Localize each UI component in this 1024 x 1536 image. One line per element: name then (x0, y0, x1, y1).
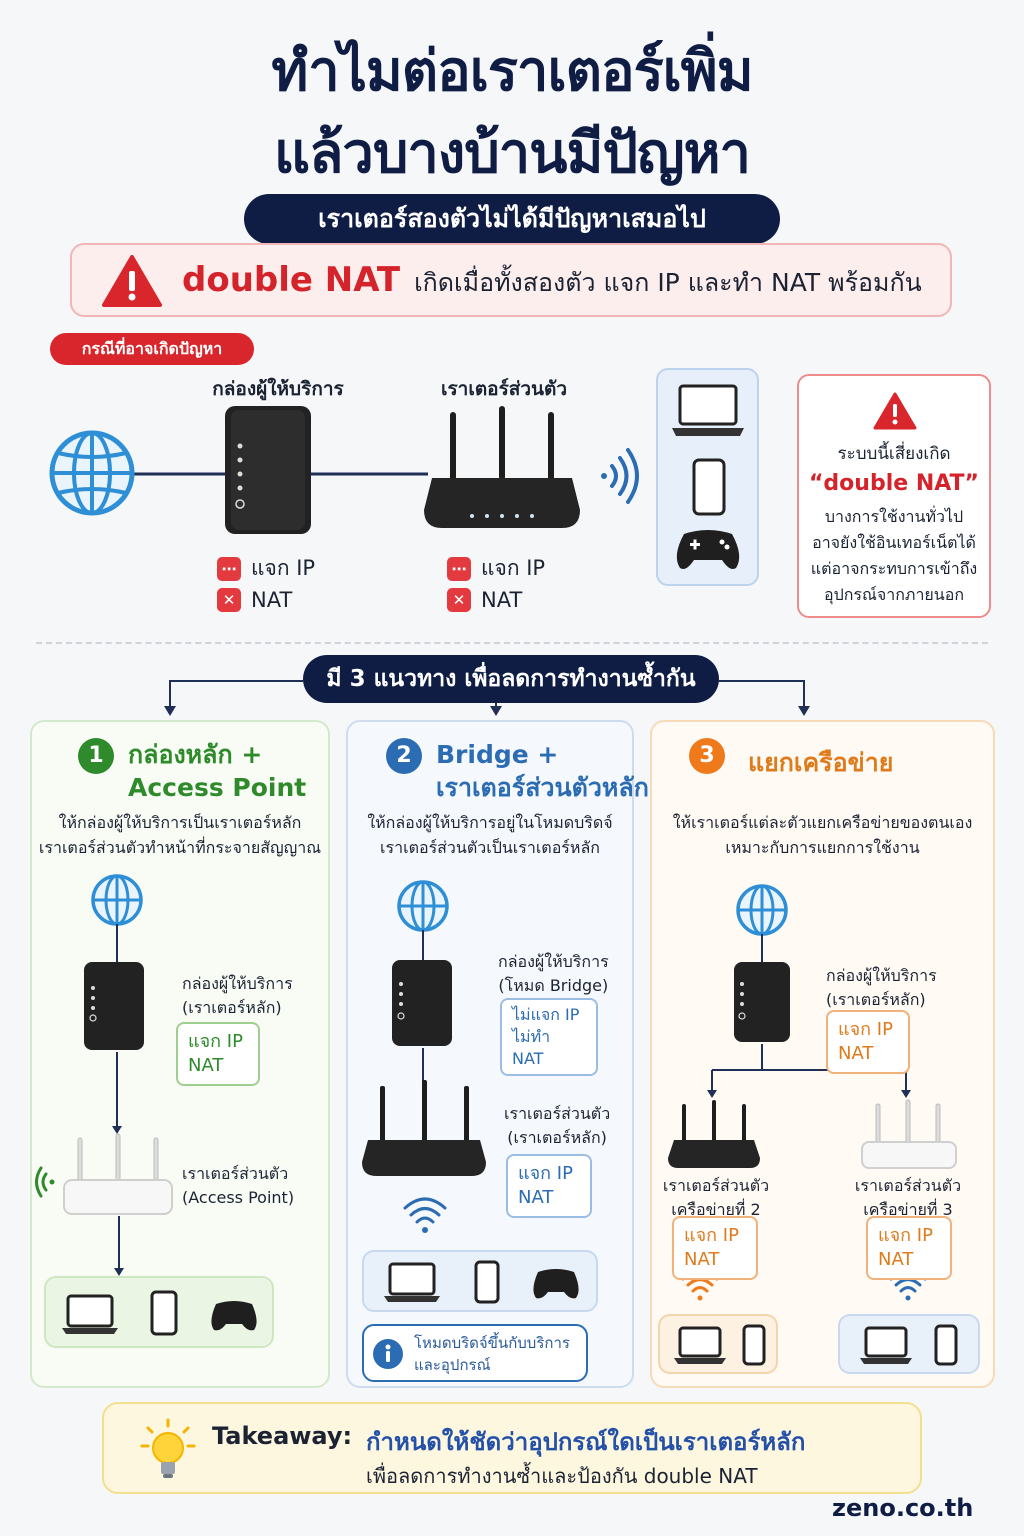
laptop-icon (672, 384, 744, 436)
option-1-number: 1 (78, 738, 114, 774)
double-nat-warning-box: ระบบนี้เสี่ยงเกิด “double NAT” บางการใช้… (797, 374, 991, 618)
option-2-router-badge: แจก IP NAT (506, 1154, 592, 1218)
phone-icon (934, 1324, 958, 1366)
takeaway-subline: เพื่อลดการทำงานซ้ำและป้องกัน double NAT (366, 1464, 758, 1488)
subtitle-pill: เราเตอร์สองตัวไม่ได้มีปัญหาเสมอไป (244, 194, 780, 244)
solutions-branch-arrows (164, 680, 810, 716)
bridge-mode-note: โหมดบริดจ์ขึ้นกับบริการ และอุปกรณ์ (362, 1324, 588, 1382)
option-2-diagram (362, 880, 486, 1233)
option-1-isp-label: กล่องผู้ให้บริการ (เราเตอร์หลัก) (182, 974, 293, 1017)
alert-description: เกิดเมื่อทั้งสองตัว แจก IP และทำ NAT พร้… (414, 268, 922, 297)
isp-box-icon (84, 962, 144, 1050)
option-3-title: แยกเครือข่าย (748, 748, 894, 777)
internet-globe-icon (49, 430, 135, 516)
warning-details: บางการใช้งานทั่วไป อาจยังใช้อินเทอร์เน็ต… (810, 507, 978, 604)
laptop-icon (674, 1326, 726, 1364)
takeaway-box: Takeaway: กำหนดให้ชัดว่าอุปกรณ์ใดเป็นเรา… (102, 1402, 922, 1494)
option-1-description: ให้กล่องผู้ให้บริการเป็นเราเตอร์หลัก เรา… (38, 813, 322, 857)
option-3-description: ให้เราเตอร์แต่ละตัวแยกเครือข่ายของตนเอง … (672, 813, 973, 857)
option-1-devices (44, 1276, 274, 1348)
option-2-description: ให้กล่องผู้ให้บริการอยู่ในโหมดบริดจ์ เรา… (367, 813, 613, 857)
option-3-router-3-badge: แจก IP NAT (866, 1216, 952, 1280)
option-3-router-2-badge: แจก IP NAT (672, 1216, 758, 1280)
option-2-isp-badge: ไม่แจก IP ไม่ทำ NAT (500, 998, 598, 1076)
isp-function-nat: ✕NAT (217, 588, 292, 612)
router-network-3-icon (861, 1099, 957, 1169)
warning-icon (102, 255, 162, 307)
client-devices-box (656, 368, 759, 586)
gamepad-icon (676, 530, 740, 569)
router-network-2-icon (668, 1100, 760, 1168)
gamepad-icon (533, 1269, 579, 1299)
share-icon: ⋯ (447, 556, 471, 581)
phone-icon (692, 458, 726, 516)
internet-globe-icon (91, 874, 143, 926)
problem-case-tag: กรณีที่อาจเกิดปัญหา (50, 333, 254, 365)
laptop-icon (62, 1294, 118, 1334)
option-2-number: 2 (386, 738, 422, 774)
nat-arrows-icon: ✕ (217, 588, 241, 612)
phone-icon (150, 1290, 178, 1336)
option-2-isp-label: กล่องผู้ให้บริการ (โหมด Bridge) (498, 952, 609, 995)
option-1-title: กล่องหลัก + Access Point (128, 740, 307, 802)
isp-box-icon (225, 406, 311, 534)
router-label: เราเตอร์ส่วนตัว (440, 378, 568, 400)
option-3-network-3-devices (838, 1314, 980, 1374)
gamepad-icon (211, 1301, 257, 1331)
internet-globe-icon (397, 880, 449, 932)
wifi-waves-icon (35, 1166, 55, 1198)
option-3-network-2-devices (658, 1314, 778, 1374)
isp-function-ip: ⋯แจก IP (217, 552, 315, 585)
wifi-icon (403, 1197, 447, 1233)
isp-box-label: กล่องผู้ให้บริการ (212, 378, 344, 400)
brand-logo-text[interactable]: zeno.co.th (832, 1494, 974, 1522)
option-1-router-label: เราเตอร์ส่วนตัว (Access Point) (182, 1164, 295, 1207)
phone-icon (742, 1324, 766, 1366)
option-3-router-2-label: เราเตอร์ส่วนตัว เครือข่ายที่ 2 (662, 1176, 770, 1219)
internet-globe-icon (736, 884, 788, 936)
option-2-title: Bridge + เราเตอร์ส่วนตัวหลัก (436, 740, 649, 802)
phone-icon (474, 1260, 500, 1304)
router-icon (424, 406, 580, 528)
lightbulb-icon (140, 1418, 196, 1478)
alert-text: double NAT เกิดเมื่อทั้งสองตัว แจก IP และ… (182, 245, 922, 315)
access-point-router-icon (63, 1133, 173, 1215)
option-3-diagram (668, 884, 957, 1301)
option-1-diagram (35, 874, 173, 1276)
router-function-ip: ⋯แจก IP (447, 552, 545, 585)
warning-term: “double NAT” (808, 471, 980, 496)
router-icon (362, 1080, 486, 1176)
option-3-router-3-label: เราเตอร์ส่วนตัว เครือข่ายที่ 3 (854, 1176, 962, 1219)
wifi-waves-icon (601, 448, 639, 504)
option-2-devices (362, 1250, 598, 1312)
option-3-isp-label: กล่องผู้ให้บริการ (เราเตอร์หลัก) (826, 966, 937, 1009)
router-function-nat: ✕NAT (447, 588, 522, 612)
laptop-icon (860, 1326, 912, 1364)
page-title-line2: แล้วบางบ้านมีปัญหา (274, 121, 751, 186)
takeaway-label: Takeaway: (212, 1422, 353, 1450)
page-title-line1: ทำไมต่อเราเตอร์เพิ่ม (271, 39, 753, 104)
alert-term: double NAT (182, 260, 401, 300)
warning-line1: ระบบนี้เสี่ยงเกิด (837, 444, 951, 464)
option-3-number: 3 (689, 738, 725, 774)
isp-box-icon (392, 960, 452, 1046)
option-2-router-label: เราเตอร์ส่วนตัว (เราเตอร์หลัก) (504, 1104, 611, 1147)
info-icon (373, 1339, 403, 1369)
option-3-isp-badge: แจก IP NAT (826, 1010, 910, 1074)
section-divider (36, 642, 988, 644)
isp-box-icon (734, 962, 790, 1042)
nat-arrows-icon: ✕ (447, 588, 471, 612)
takeaway-headline: กำหนดให้ชัดว่าอุปกรณ์ใดเป็นเราเตอร์หลัก (366, 1428, 806, 1456)
warning-icon (873, 392, 917, 430)
option-1-isp-badge: แจก IP NAT (176, 1022, 260, 1086)
laptop-icon (384, 1262, 440, 1302)
solutions-heading: มี 3 แนวทาง เพื่อลดการทำงานซ้ำกัน (303, 655, 719, 703)
double-nat-alert: double NAT เกิดเมื่อทั้งสองตัว แจก IP และ… (70, 243, 952, 317)
share-icon: ⋯ (217, 556, 241, 581)
problem-diagram (49, 406, 639, 534)
